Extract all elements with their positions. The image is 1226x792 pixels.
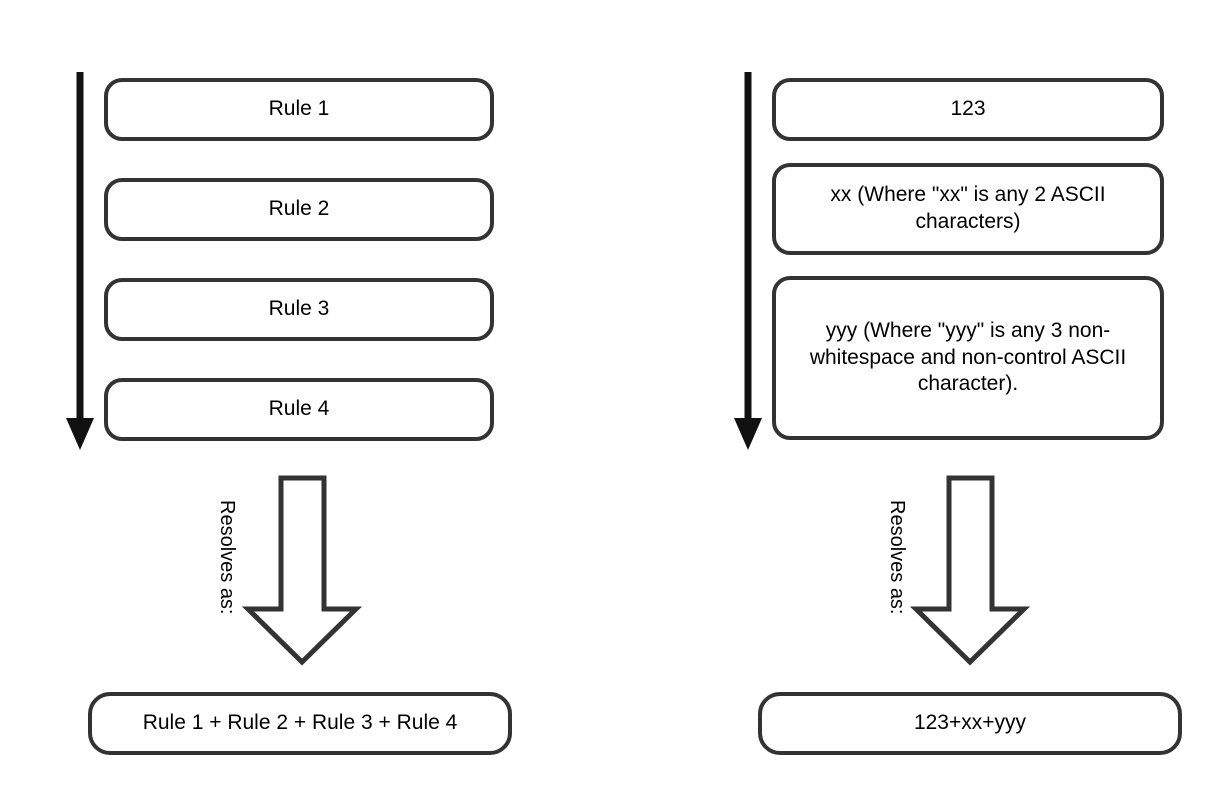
resolves-as-label-right: Resolves as: xyxy=(886,500,908,615)
example-box-3[interactable]: yyy (Where "yyy" is any 3 non-whitespace… xyxy=(772,276,1164,440)
flow-arrow-right xyxy=(734,72,762,450)
rule-box-1[interactable]: Rule 1 xyxy=(104,78,494,141)
resolves-block-arrow-left xyxy=(241,475,363,666)
flow-arrow-left xyxy=(66,72,94,450)
rule-box-2[interactable]: Rule 2 xyxy=(104,178,494,241)
example-box-2-label: xx (Where "xx" is any 2 ASCII characters… xyxy=(830,183,1106,233)
result-box-left[interactable]: Rule 1 + Rule 2 + Rule 3 + Rule 4 xyxy=(88,692,512,755)
example-box-3-label: yyy (Where "yyy" is any 3 non-whitespace… xyxy=(809,318,1127,396)
example-box-1[interactable]: 123 xyxy=(772,78,1164,141)
resolves-as-label-left: Resolves as: xyxy=(216,500,238,615)
rule-box-1-label: Rule 1 xyxy=(268,97,330,121)
example-box-1-label: 123 xyxy=(950,97,986,121)
example-box-2[interactable]: xx (Where "xx" is any 2 ASCII characters… xyxy=(772,163,1164,255)
rule-box-2-label: Rule 2 xyxy=(268,197,330,221)
rule-box-3[interactable]: Rule 3 xyxy=(104,278,494,341)
result-box-right[interactable]: 123+xx+yyy xyxy=(758,692,1182,755)
resolves-block-arrow-right xyxy=(909,475,1031,666)
result-box-right-label: 123+xx+yyy xyxy=(913,711,1027,735)
result-box-left-label: Rule 1 + Rule 2 + Rule 3 + Rule 4 xyxy=(142,711,458,735)
rule-box-4[interactable]: Rule 4 xyxy=(104,378,494,441)
rule-box-3-label: Rule 3 xyxy=(268,297,330,321)
rule-box-4-label: Rule 4 xyxy=(268,397,330,421)
